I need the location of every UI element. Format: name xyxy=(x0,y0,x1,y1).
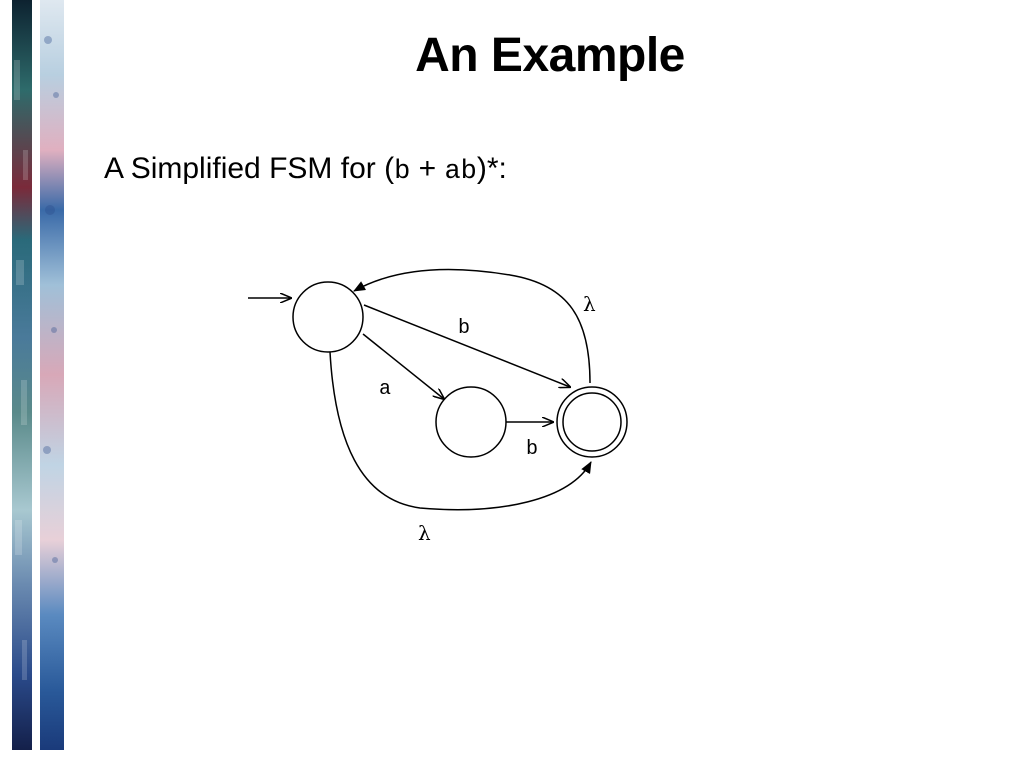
transition-lambda-accept-to-start xyxy=(353,268,591,384)
state-start xyxy=(292,281,364,353)
label-b-start-to-accept: b xyxy=(458,317,470,340)
subtitle-suffix: )*: xyxy=(476,152,507,185)
subtitle-prefix: A Simplified FSM for ( xyxy=(104,152,395,185)
decorative-strip-right xyxy=(40,0,64,750)
slide-subtitle: A Simplified FSM for (b + ab)*: xyxy=(104,152,507,187)
subtitle-plus: + xyxy=(410,152,445,185)
label-lambda-start-to-accept: λ xyxy=(418,521,431,545)
transition-a-start-to-middle xyxy=(362,333,444,399)
label-a-start-to-middle: a xyxy=(379,378,391,401)
state-middle xyxy=(435,386,507,458)
subtitle-b: b xyxy=(394,157,411,187)
state-accepting-inner xyxy=(562,392,622,452)
label-lambda-accept-to-start: λ xyxy=(583,292,596,316)
state-accepting-outer xyxy=(556,386,628,458)
subtitle-ab: ab xyxy=(444,157,477,187)
slide-title: An Example xyxy=(415,29,685,82)
decorative-strip-left xyxy=(12,0,32,750)
label-b-middle-to-accept: b xyxy=(526,438,538,461)
transition-lambda-start-to-accept xyxy=(329,351,592,511)
transition-b-start-to-accept xyxy=(363,304,570,387)
